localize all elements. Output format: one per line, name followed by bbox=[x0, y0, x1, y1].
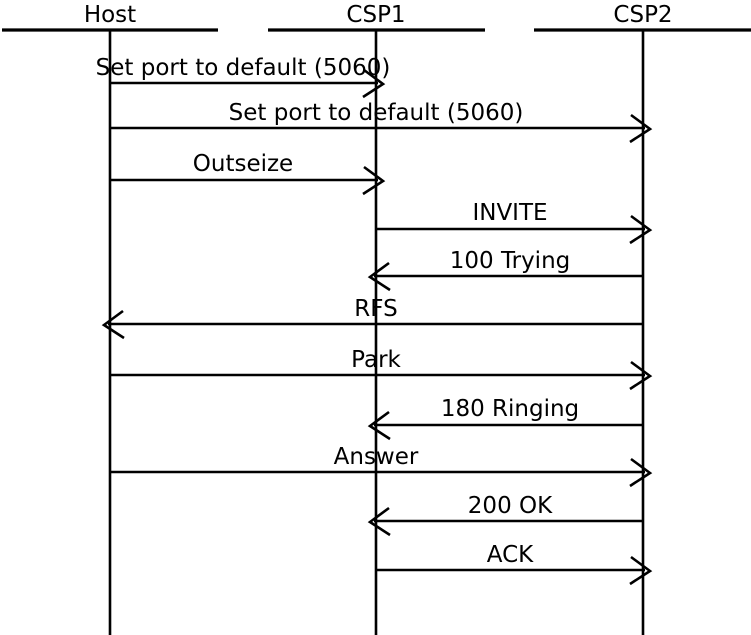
message-11-label: ACK bbox=[487, 542, 534, 568]
message-6-arrowhead-left bbox=[101, 309, 125, 340]
message-11-ack: ACK bbox=[376, 542, 653, 586]
message-2-label: Set port to default (5060) bbox=[229, 100, 524, 126]
message-4-invite: INVITE bbox=[376, 200, 653, 245]
message-4-arrowhead-right bbox=[629, 214, 653, 245]
message-5-100-trying: 100 Trying bbox=[367, 248, 643, 292]
message-6-rfs: RFS bbox=[101, 296, 643, 340]
actor-label-host: Host bbox=[84, 2, 136, 28]
message-10-arrowhead-left bbox=[367, 506, 391, 537]
message-1-label: Set port to default (5060) bbox=[96, 55, 391, 81]
message-3-outseize: Outseize bbox=[110, 151, 386, 196]
message-1-set-port-to-default: Set port to default (5060) bbox=[96, 55, 391, 99]
message-6-label: RFS bbox=[354, 296, 397, 322]
message-11-arrowhead-right bbox=[629, 555, 653, 586]
message-9-label: Answer bbox=[334, 444, 419, 470]
message-8-180-ringing: 180 Ringing bbox=[367, 396, 643, 441]
message-9-answer: Answer bbox=[110, 444, 653, 488]
message-5-arrowhead-left bbox=[367, 261, 391, 292]
actor-label-csp1: CSP1 bbox=[346, 2, 405, 28]
message-4-label: INVITE bbox=[472, 200, 547, 226]
message-7-label: Park bbox=[351, 347, 401, 373]
message-3-label: Outseize bbox=[193, 151, 293, 177]
lifelines bbox=[108, 30, 645, 635]
message-10-200-ok: 200 OK bbox=[367, 493, 643, 537]
message-7-arrowhead-right bbox=[629, 360, 653, 391]
actor-label-csp2: CSP2 bbox=[613, 2, 672, 28]
message-8-label: 180 Ringing bbox=[441, 396, 579, 422]
message-8-arrowhead-left bbox=[367, 410, 391, 441]
message-5-label: 100 Trying bbox=[450, 248, 571, 274]
message-10-label: 200 OK bbox=[468, 493, 553, 519]
actor-labels: Host CSP1 CSP2 bbox=[84, 2, 673, 28]
message-3-arrowhead-right bbox=[362, 165, 386, 196]
message-7-park: Park bbox=[110, 347, 653, 391]
message-9-arrowhead-right bbox=[629, 457, 653, 488]
message-1-arrowhead-right bbox=[362, 68, 386, 99]
message-2-arrowhead-right bbox=[629, 113, 653, 144]
message-2-set-port-to-default: Set port to default (5060) bbox=[110, 100, 653, 144]
